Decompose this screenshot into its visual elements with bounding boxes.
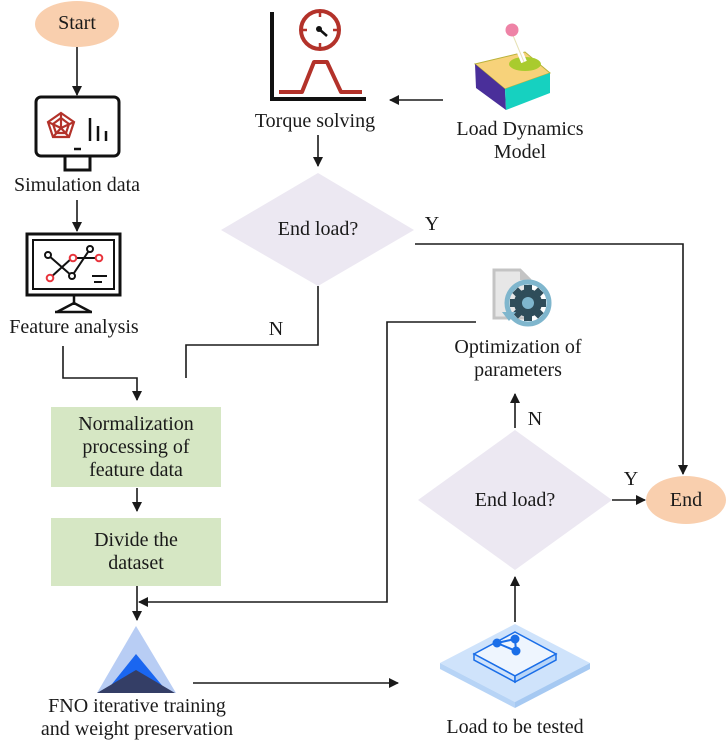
divide-dataset-box [51, 518, 221, 586]
fno-training-label-2: and weight preservation [40, 718, 234, 740]
normalization-line-2: processing of [82, 435, 190, 458]
end-load-decision-bottom [418, 430, 612, 570]
edge-label-bottom-no: N [527, 408, 543, 430]
edge-optimization-feedback [138, 321, 476, 607]
edge-top-decision-no [185, 286, 319, 378]
feature-analysis-label: Feature analysis [9, 316, 139, 338]
bottom-decision-label: End load? [474, 489, 556, 511]
layered-pyramid-icon [97, 626, 176, 693]
normalization-text: Normalization processing of feature data [51, 407, 221, 487]
load-dynamics-label-2: Model [493, 141, 547, 163]
torque-solving-label: Torque solving [254, 110, 376, 132]
optimization-label-1: Optimization of [454, 336, 582, 358]
presentation-board-line-chart-icon [25, 232, 122, 314]
edge-top-decision-yes-to-end [415, 243, 688, 475]
fno-training-label-1: FNO iterative training [48, 695, 226, 717]
edge-feature-to-normalization [62, 346, 142, 401]
edge-label-top-no: N [268, 318, 284, 340]
start-terminal [35, 1, 119, 47]
gauge-peak-chart-icon [270, 9, 366, 101]
load-tested-label: Load to be tested [446, 716, 584, 738]
load-dynamics-label-1: Load Dynamics [456, 118, 584, 140]
edge-label-bottom-yes: Y [623, 468, 639, 490]
joystick-block-icon [473, 23, 551, 110]
divide-line-2: dataset [108, 552, 164, 574]
isometric-network-platform-icon [440, 624, 590, 708]
top-decision-label: End load? [277, 218, 359, 240]
start-label: Start [58, 12, 96, 34]
normalization-line-3: feature data [89, 458, 183, 481]
normalization-box [51, 407, 221, 487]
normalization-line-1: Normalization [78, 412, 194, 435]
divide-line-1: Divide the [94, 529, 178, 551]
document-gear-refresh-icon [492, 268, 552, 327]
end-label: End [669, 489, 703, 511]
simulation-data-label: Simulation data [13, 174, 141, 196]
monitor-radar-chart-icon [34, 95, 121, 172]
end-terminal [646, 476, 726, 524]
end-load-decision-top [221, 173, 414, 286]
divide-dataset-text: Divide the dataset [51, 518, 221, 586]
edge-label-top-yes: Y [424, 213, 440, 235]
optimization-label-2: parameters [474, 359, 562, 381]
